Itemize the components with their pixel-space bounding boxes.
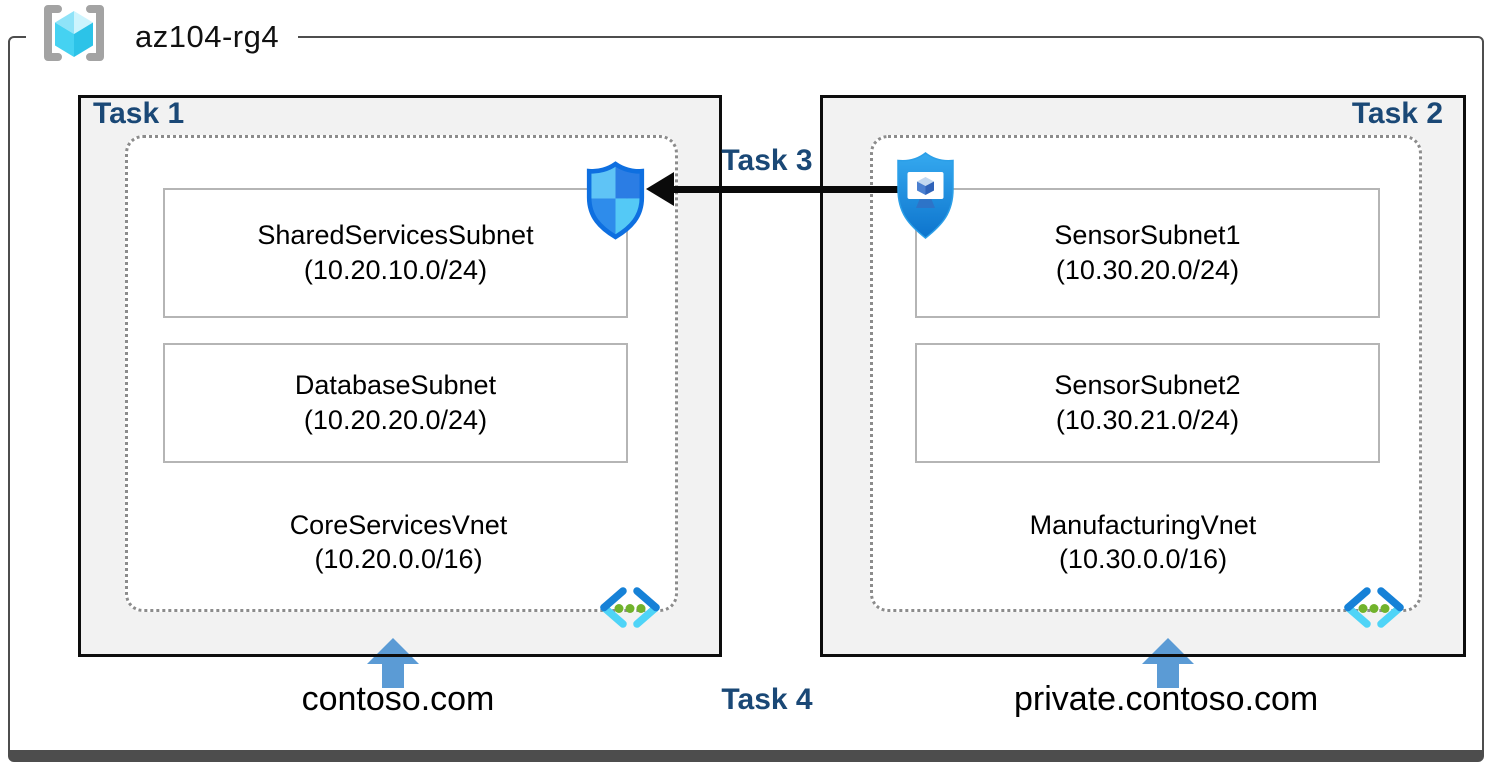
task2-label: Task 2 xyxy=(1351,97,1443,130)
subnet-cidr: (10.20.10.0/24) xyxy=(303,255,488,285)
vnet-name: CoreServicesVnet xyxy=(289,510,508,540)
resource-group-name: az104-rg4 xyxy=(135,19,280,54)
vnet-name-manufacturing: ManufacturingVnet (10.30.0.0/16) xyxy=(870,508,1416,576)
virtual-network-icon xyxy=(600,587,660,628)
subnet-sharedservices: SharedServicesSubnet (10.20.10.0/24) xyxy=(163,188,628,318)
subnet-name: SensorSubnet1 xyxy=(1054,220,1241,250)
subnet-name: DatabaseSubnet xyxy=(294,370,497,400)
bastion-icon xyxy=(897,152,954,239)
virtual-network-icon xyxy=(1344,587,1404,628)
resource-group-border-gap xyxy=(26,34,298,40)
subnet-cidr: (10.30.21.0/24) xyxy=(1055,405,1240,435)
subnet-name: SharedServicesSubnet xyxy=(257,220,534,250)
task3-label: Task 3 xyxy=(721,144,813,177)
dns-up-arrow-icon xyxy=(1142,638,1194,688)
vnet-name: ManufacturingVnet xyxy=(1029,510,1257,540)
task2-border-overlay xyxy=(1142,654,1194,657)
vnet-cidr: (10.20.0.0/16) xyxy=(314,544,483,574)
subnet-cidr: (10.30.20.0/24) xyxy=(1055,255,1240,285)
subnet-sensor1: SensorSubnet1 (10.30.20.0/24) xyxy=(915,188,1380,318)
vnet-name-coreservices: CoreServicesVnet (10.20.0.0/16) xyxy=(125,508,672,576)
subnet-database: DatabaseSubnet (10.20.20.0/24) xyxy=(163,343,628,463)
vnet-cidr: (10.30.0.0/16) xyxy=(1058,544,1228,574)
task4-label: Task 4 xyxy=(721,683,813,716)
resource-group-icon xyxy=(44,5,104,61)
subnet-name: SensorSubnet2 xyxy=(1054,370,1241,400)
peering-arrow-head-icon xyxy=(646,172,674,206)
task1-label: Task 1 xyxy=(93,97,185,130)
resource-group-border xyxy=(8,36,1484,762)
security-shield-icon xyxy=(586,161,645,240)
peering-arrow-shaft xyxy=(672,186,898,193)
subnet-cidr: (10.20.20.0/24) xyxy=(303,405,488,435)
task1-border-overlay xyxy=(367,654,419,657)
dns-up-arrow-icon xyxy=(367,638,419,688)
subnet-sensor2: SensorSubnet2 (10.30.21.0/24) xyxy=(915,343,1380,463)
